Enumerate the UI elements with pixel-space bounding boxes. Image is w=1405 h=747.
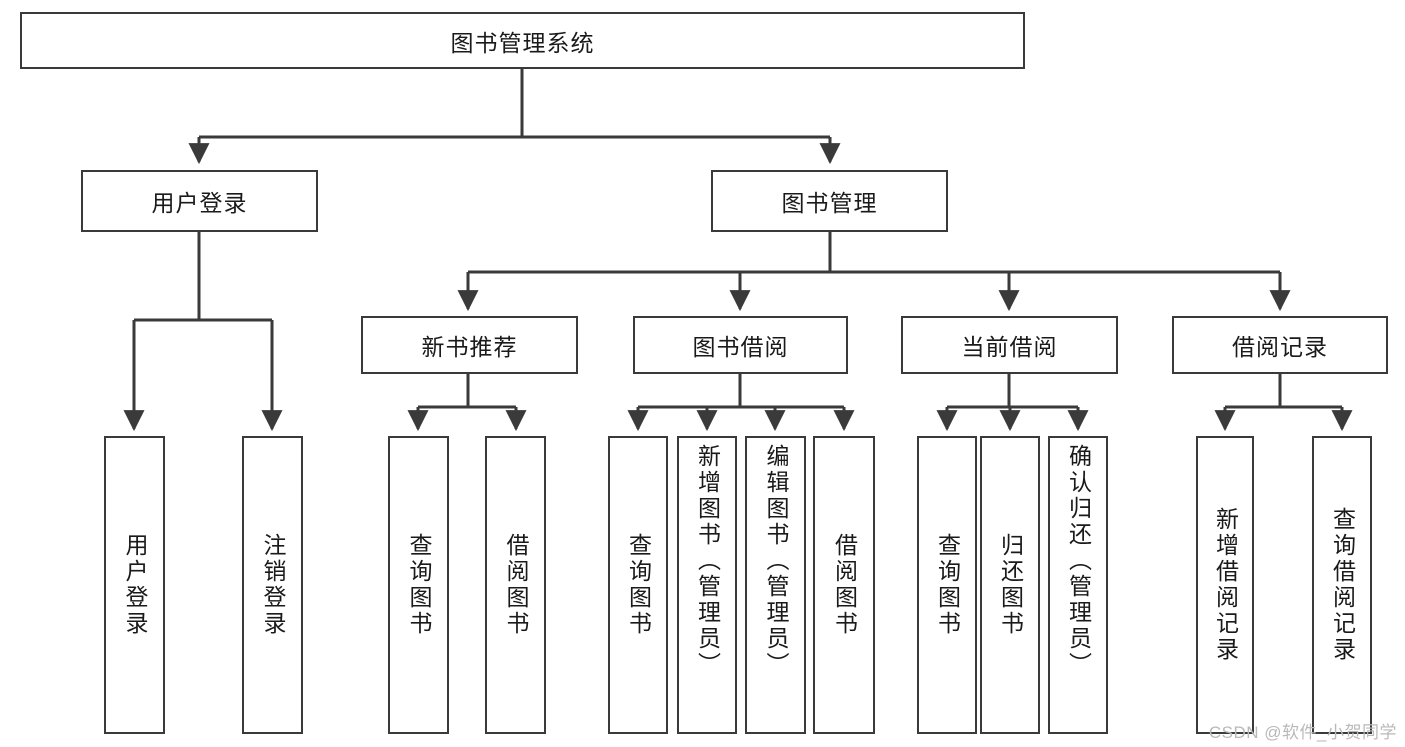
leaf-user-login-label: 用户登录 xyxy=(122,533,148,637)
leaf-confirm-return-admin-label: 确认归还（管理员） xyxy=(1065,444,1092,678)
watermark: CSDN @软件_小贺同学 xyxy=(1208,723,1397,742)
leaf-return-books[interactable]: 归还图书 xyxy=(980,436,1040,734)
node-borrow-records[interactable]: 借阅记录 xyxy=(1172,316,1388,374)
node-current-borrow[interactable]: 当前借阅 xyxy=(901,316,1118,374)
leaf-query-books-borrow[interactable]: 查询图书 xyxy=(608,436,668,734)
leaf-confirm-return-admin[interactable]: 确认归还（管理员） xyxy=(1048,436,1108,734)
node-user-login[interactable]: 用户登录 xyxy=(81,170,318,232)
leaf-add-borrow-record[interactable]: 新增借阅记录 xyxy=(1196,436,1254,734)
leaf-add-book-admin[interactable]: 新增图书（管理员） xyxy=(677,436,737,734)
leaf-query-books-current-label: 查询图书 xyxy=(934,533,961,637)
leaf-borrow-books-recommend-label: 借阅图书 xyxy=(503,533,529,637)
leaf-query-borrow-record-label: 查询借阅记录 xyxy=(1329,507,1356,663)
leaf-logout-label: 注销登录 xyxy=(260,533,286,637)
leaf-query-borrow-record[interactable]: 查询借阅记录 xyxy=(1312,436,1372,734)
leaf-query-books-current[interactable]: 查询图书 xyxy=(917,436,977,734)
leaf-query-books-recommend[interactable]: 查询图书 xyxy=(388,436,449,734)
leaf-return-books-label: 归还图书 xyxy=(997,533,1024,637)
leaf-edit-book-admin[interactable]: 编辑图书（管理员） xyxy=(745,436,806,734)
leaf-add-book-admin-label: 新增图书（管理员） xyxy=(694,444,721,678)
node-borrow-records-label: 借阅记录 xyxy=(1232,334,1328,360)
leaf-add-borrow-record-label: 新增借阅记录 xyxy=(1212,507,1239,663)
node-root[interactable]: 图书管理系统 xyxy=(20,12,1025,69)
leaf-user-login[interactable]: 用户登录 xyxy=(104,436,165,734)
node-root-label: 图书管理系统 xyxy=(450,29,595,56)
leaf-borrow-books-recommend[interactable]: 借阅图书 xyxy=(485,436,546,734)
node-book-management[interactable]: 图书管理 xyxy=(711,170,948,232)
leaf-logout[interactable]: 注销登录 xyxy=(242,436,303,734)
node-book-management-label: 图书管理 xyxy=(781,190,878,216)
leaf-borrow-books-label: 借阅图书 xyxy=(831,533,858,637)
node-new-book-recommend-label: 新书推荐 xyxy=(421,334,518,360)
node-new-book-recommend[interactable]: 新书推荐 xyxy=(361,316,578,374)
node-book-borrow-label: 图书借阅 xyxy=(692,334,789,360)
leaf-query-books-recommend-label: 查询图书 xyxy=(406,533,432,637)
leaf-query-books-borrow-label: 查询图书 xyxy=(625,533,652,637)
node-current-borrow-label: 当前借阅 xyxy=(961,334,1058,360)
leaf-edit-book-admin-label: 编辑图书（管理员） xyxy=(763,444,789,678)
node-user-login-label: 用户登录 xyxy=(151,190,248,216)
node-book-borrow[interactable]: 图书借阅 xyxy=(633,316,848,374)
leaf-borrow-books[interactable]: 借阅图书 xyxy=(813,436,875,734)
